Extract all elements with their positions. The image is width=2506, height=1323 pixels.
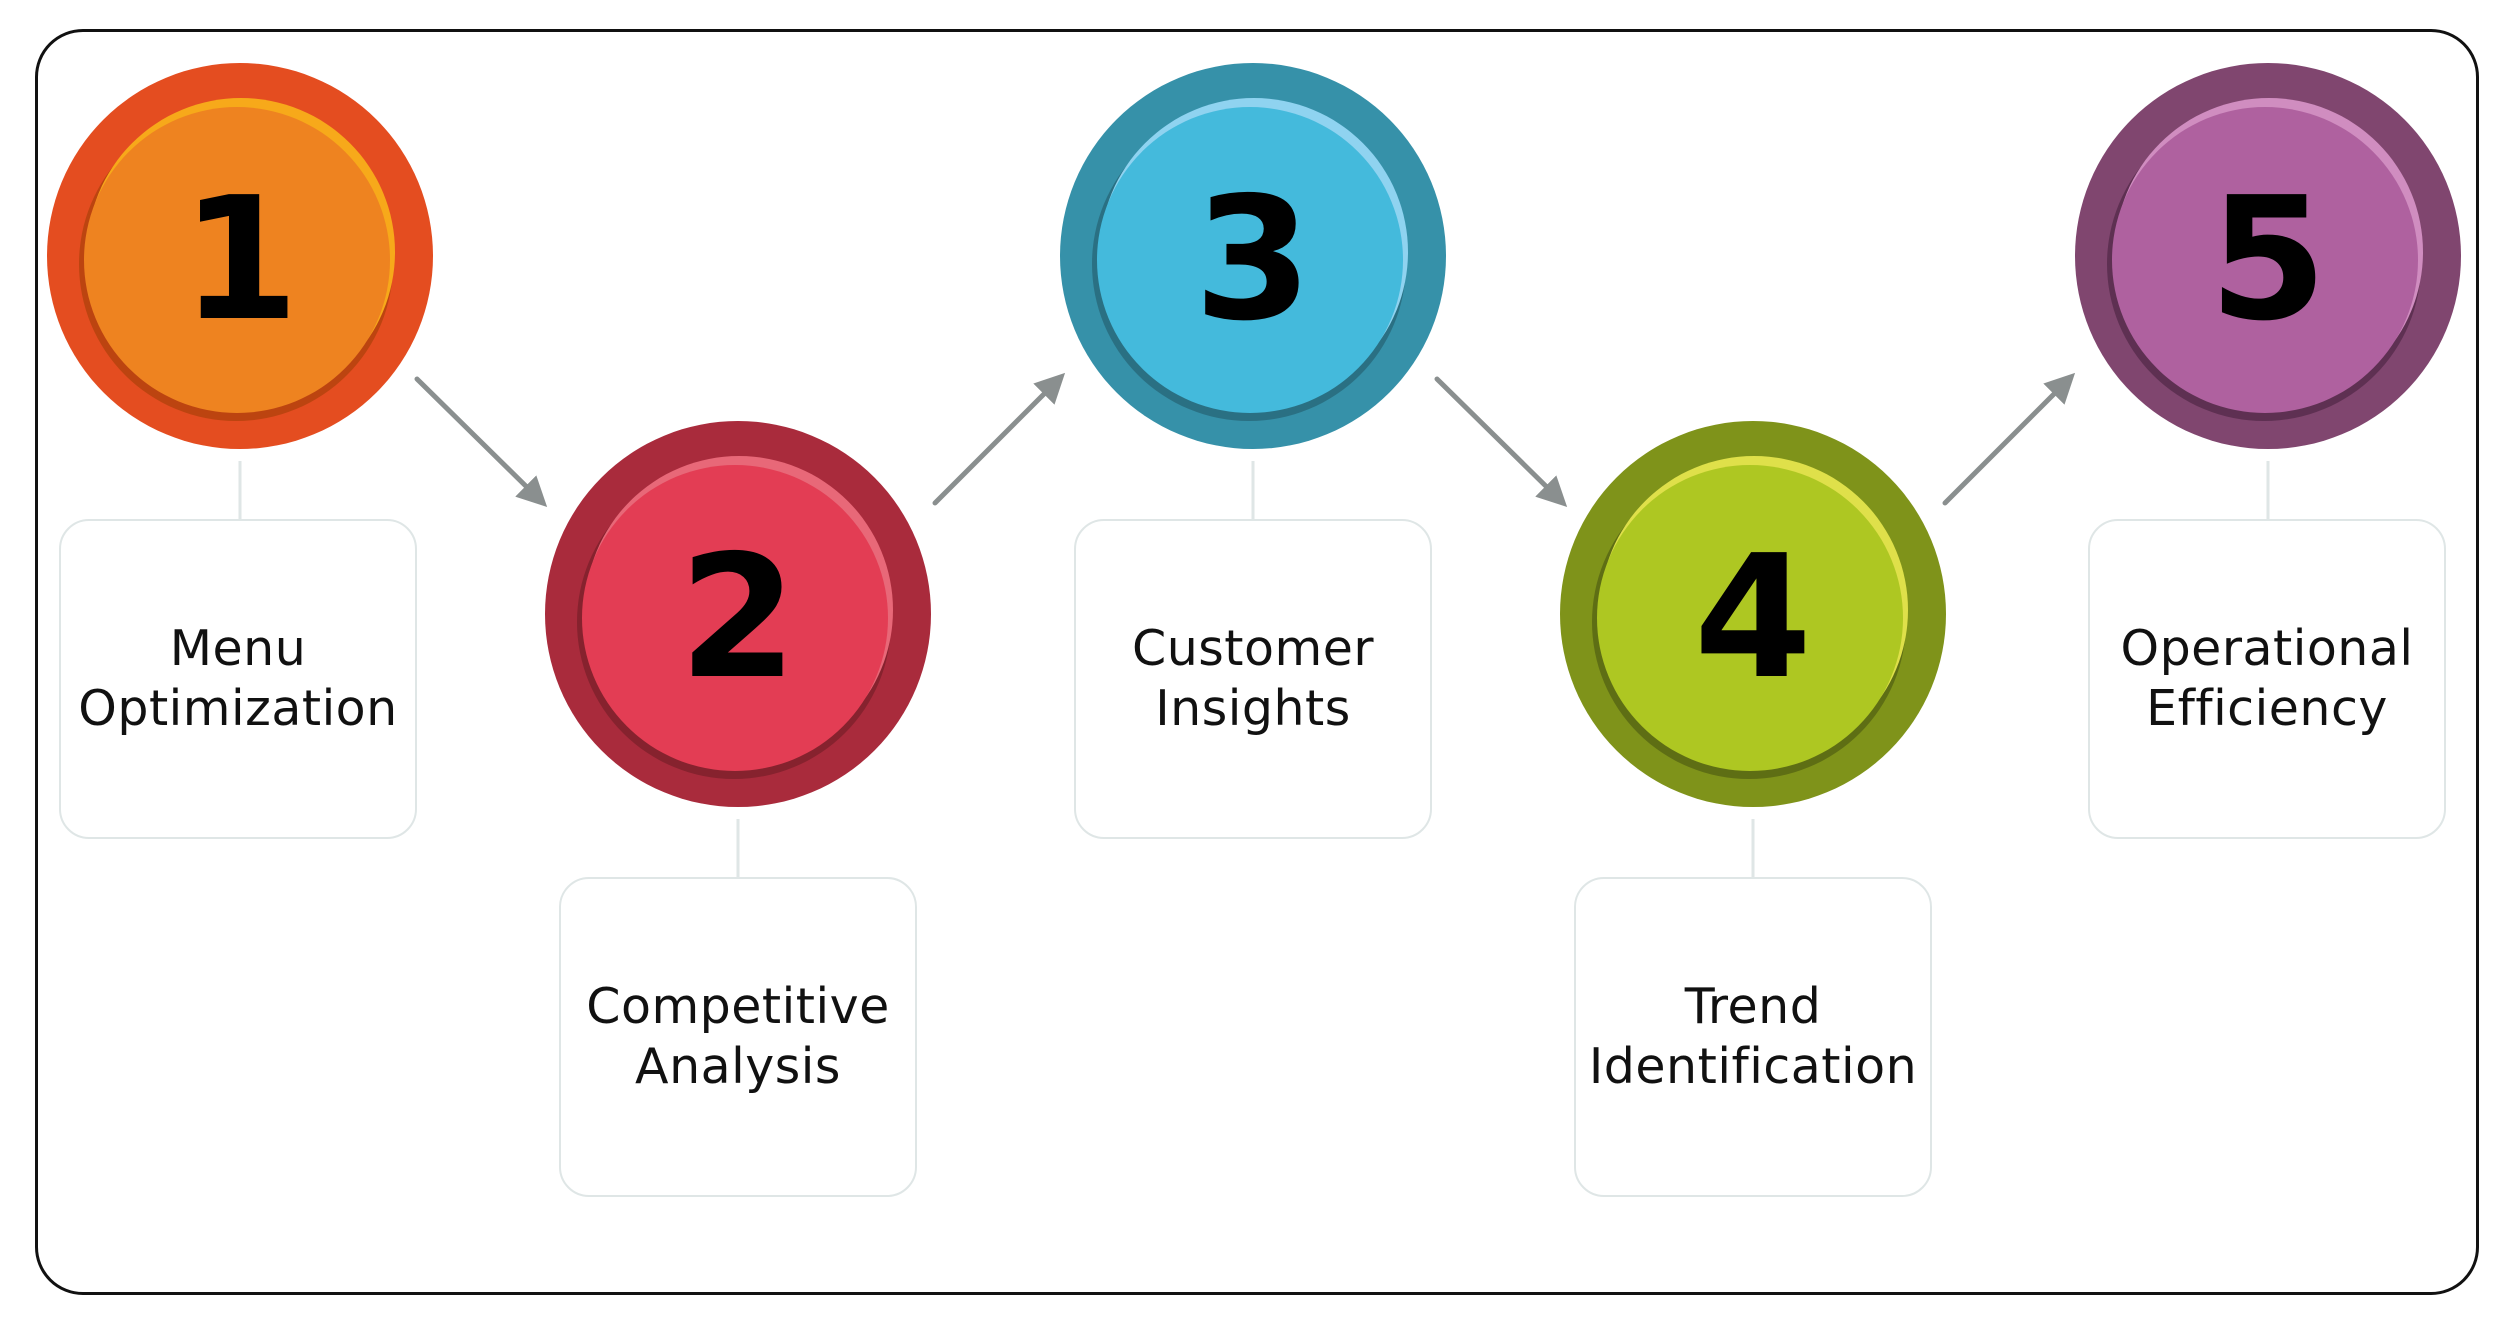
step-number: 1 bbox=[181, 161, 299, 359]
arrow-connector bbox=[1434, 376, 1568, 508]
step-number: 2 bbox=[679, 519, 797, 717]
arrow-connector bbox=[1942, 372, 2076, 506]
step-label-box: Trend Identification bbox=[1574, 877, 1932, 1197]
diagram-frame bbox=[35, 29, 2479, 1295]
arrow-connector bbox=[414, 376, 548, 508]
step-label-box: Menu Optimization bbox=[59, 519, 417, 839]
step-label: Operational Efficiency bbox=[2120, 620, 2414, 737]
step-label: Menu Optimization bbox=[78, 620, 398, 737]
step-circle-1: 1 bbox=[47, 63, 433, 449]
step-label: Customer Insights bbox=[1131, 620, 1374, 737]
step-label-box: Operational Efficiency bbox=[2088, 519, 2446, 839]
step-label-box: Competitive Analysis bbox=[559, 877, 917, 1197]
step-circle-3: 3 bbox=[1060, 63, 1446, 449]
step-circle-4: 4 bbox=[1560, 421, 1946, 807]
step-number: 4 bbox=[1694, 519, 1812, 717]
step-label-box: Customer Insights bbox=[1074, 519, 1432, 839]
step-label: Competitive Analysis bbox=[586, 978, 890, 1095]
step-circle-5: 5 bbox=[2075, 63, 2461, 449]
arrow-connector bbox=[932, 372, 1066, 506]
step-circle-2: 2 bbox=[545, 421, 931, 807]
step-number: 5 bbox=[2209, 161, 2327, 359]
step-number: 3 bbox=[1194, 161, 1312, 359]
step-label: Trend Identification bbox=[1588, 978, 1918, 1095]
